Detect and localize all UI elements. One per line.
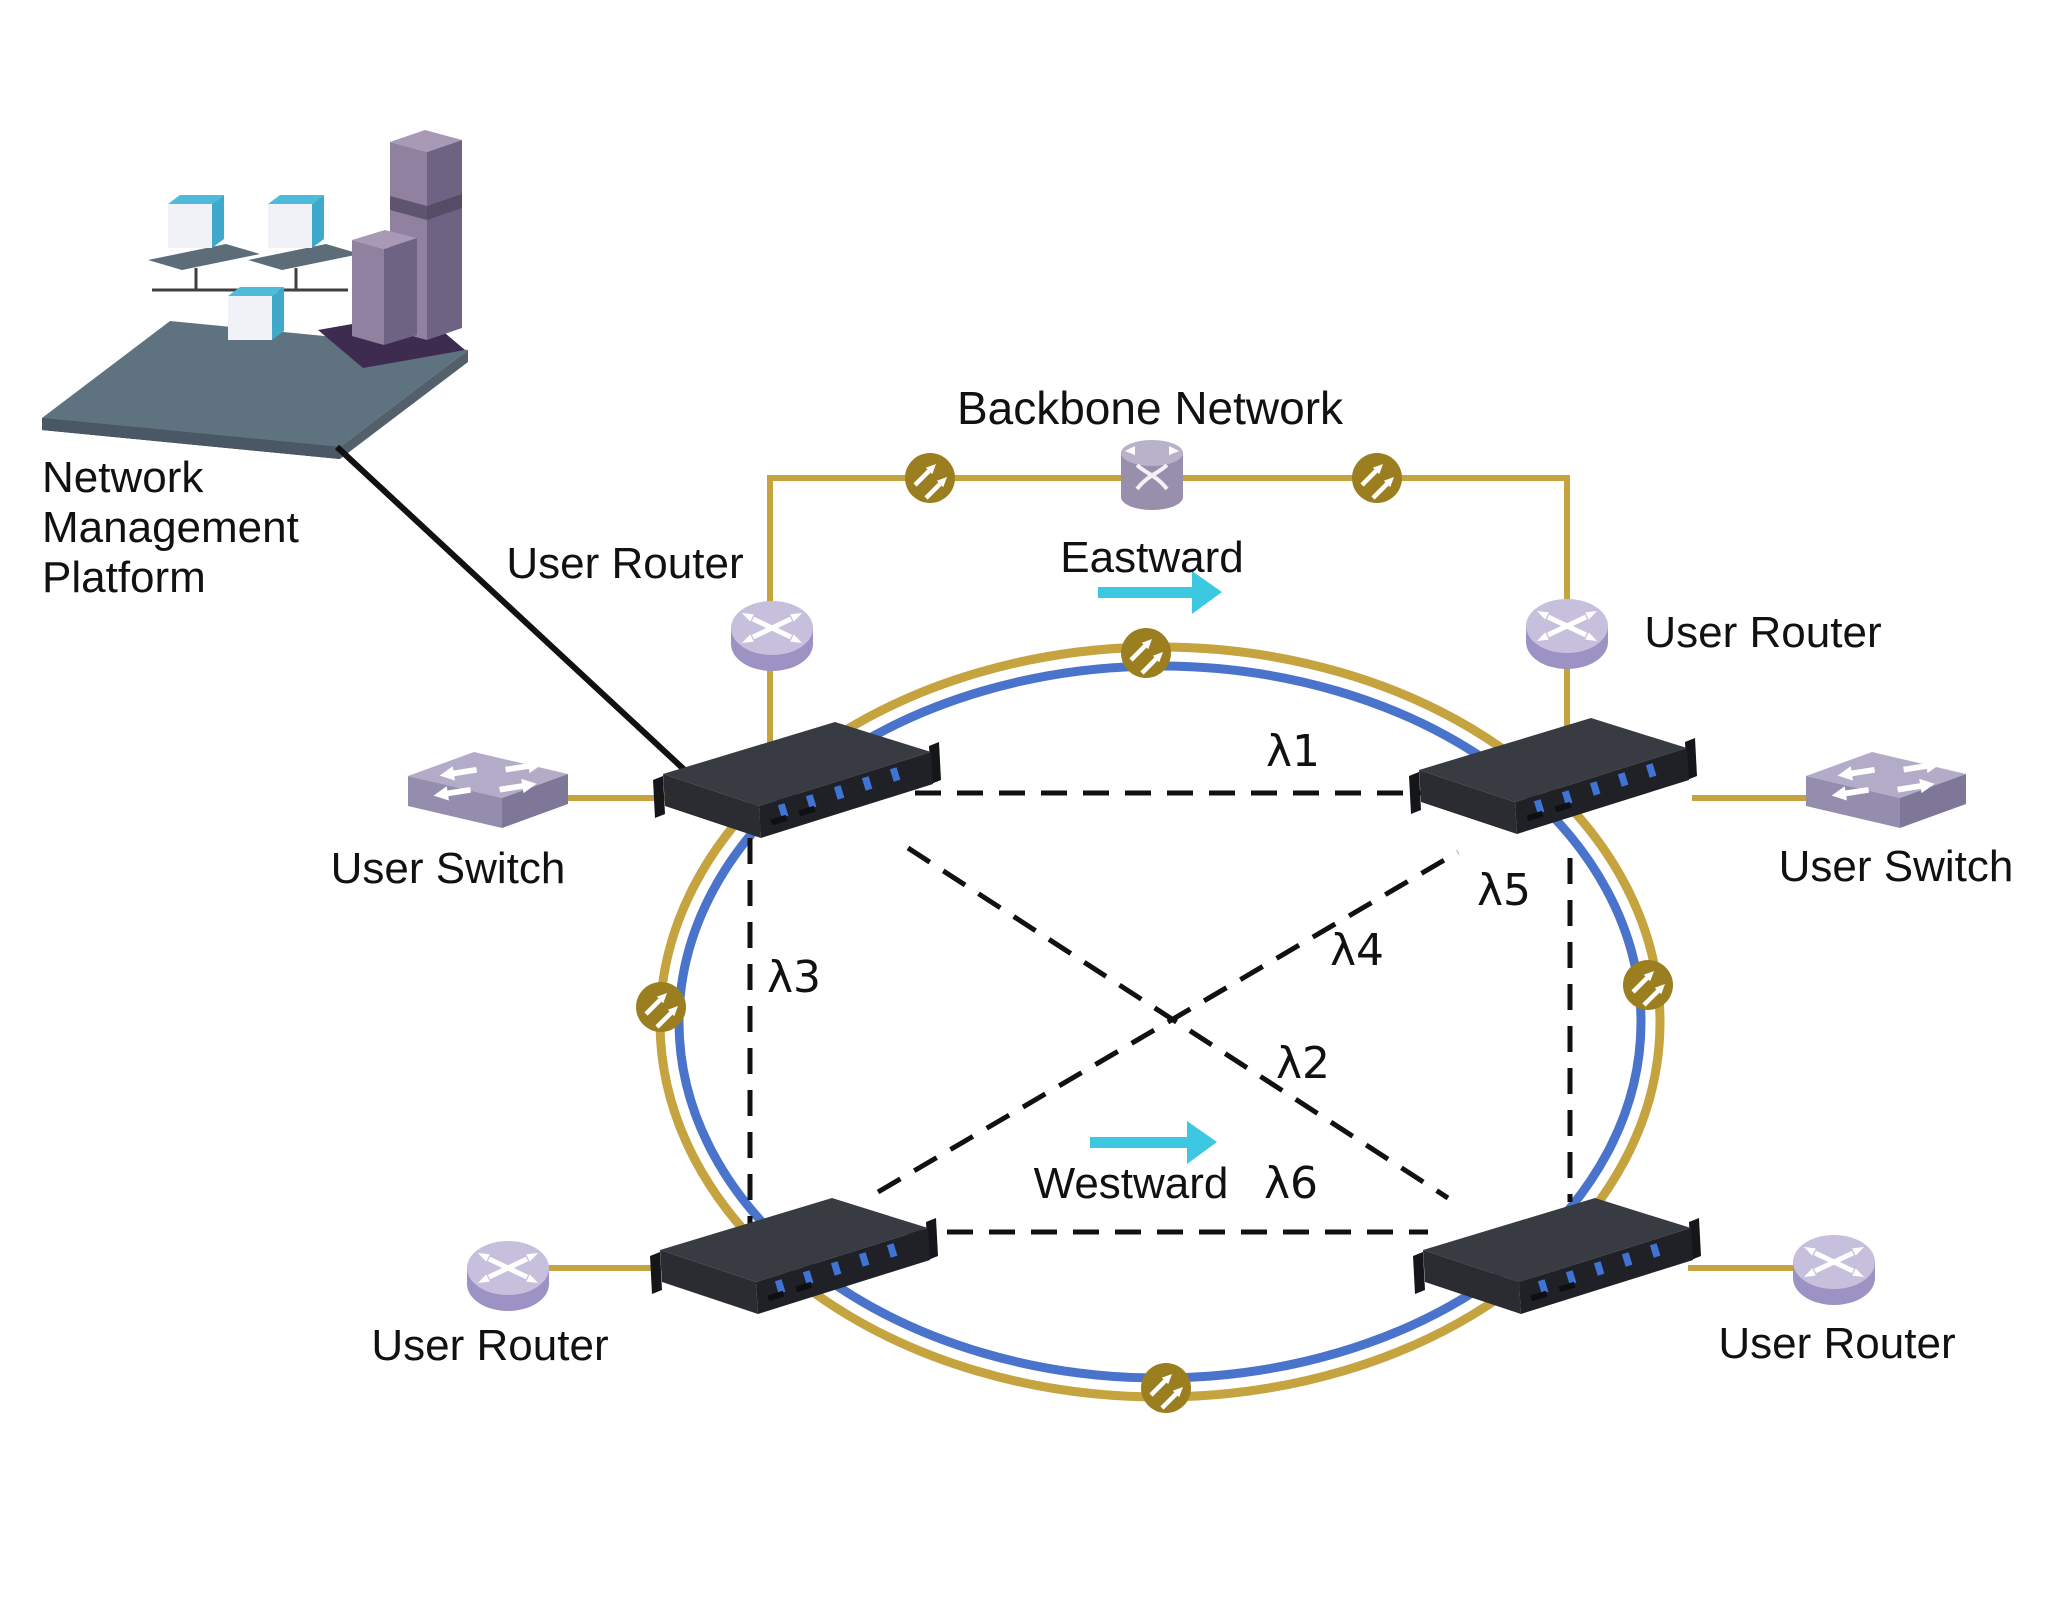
wavelength-label-1: λ1 [1266, 726, 1320, 777]
wdm-node-top-left-icon [653, 722, 941, 838]
nmp-label-line2: Management [42, 503, 299, 552]
platform-edge-right [340, 350, 468, 459]
eastward-label: Eastward [1060, 533, 1243, 582]
optical-amplifier-icon [1141, 1363, 1191, 1413]
workstation-icon [228, 287, 284, 340]
optical-amplifier-icon [1121, 628, 1171, 678]
wdm-node-bottom-left-icon [650, 1198, 938, 1314]
user-switch-right-icon [1806, 752, 1966, 828]
wavelength-label-2: λ2 [1276, 1038, 1330, 1089]
management-link-line [334, 444, 693, 778]
wavelength-label-6: λ6 [1264, 1158, 1318, 1209]
direction-arrows [1090, 571, 1222, 1164]
user-switch-label-left: User Switch [331, 844, 566, 893]
user-router-label-top-left: User Router [506, 539, 743, 588]
westward-arrow-icon [1090, 1121, 1217, 1164]
user-router-label-bottom-left: User Router [371, 1321, 608, 1370]
core-router-cylinder-icon [1119, 438, 1185, 512]
nmp-label-line3: Platform [42, 553, 206, 602]
server-tower-icon [352, 230, 417, 345]
workstation-icon [268, 195, 324, 248]
user-router-label-top-right: User Router [1644, 608, 1881, 657]
wavelength-paths [747, 790, 1573, 1235]
wavelength-path-4 [876, 849, 1460, 1195]
optical-amplifier-icon [905, 453, 955, 503]
user-router-bottom-left-icon [467, 1241, 549, 1311]
user-switch-left-icon [408, 752, 568, 828]
wdm-node-bottom-right-icon [1413, 1198, 1701, 1314]
user-router-top-right-icon [1526, 599, 1608, 669]
management-platform-icon [42, 130, 468, 459]
wavelength-label-3: λ3 [767, 952, 821, 1003]
optical-amplifier-icon [1623, 960, 1673, 1010]
optical-amplifier-icon [1352, 453, 1402, 503]
workstation-shelf [248, 244, 360, 270]
user-router-label-bottom-right: User Router [1718, 1319, 1955, 1368]
backbone-network-label: Backbone Network [957, 382, 1344, 434]
eastward-arrow-icon [1098, 571, 1222, 614]
workstation-icon [168, 195, 224, 248]
nmp-label-line1: Network [42, 453, 204, 502]
workstation-shelf [148, 244, 260, 270]
wavelength-label-4: λ4 [1330, 925, 1384, 976]
westward-label: Westward [1034, 1159, 1229, 1208]
wavelength-label-5: λ5 [1477, 865, 1531, 916]
user-router-bottom-right-icon [1793, 1235, 1875, 1305]
platform-edge-front [42, 418, 340, 459]
optical-amplifier-icon [636, 982, 686, 1032]
wavelength-path-2 [906, 845, 1450, 1201]
user-switch-label-right: User Switch [1779, 842, 2014, 891]
user-router-top-left-icon [731, 601, 813, 671]
